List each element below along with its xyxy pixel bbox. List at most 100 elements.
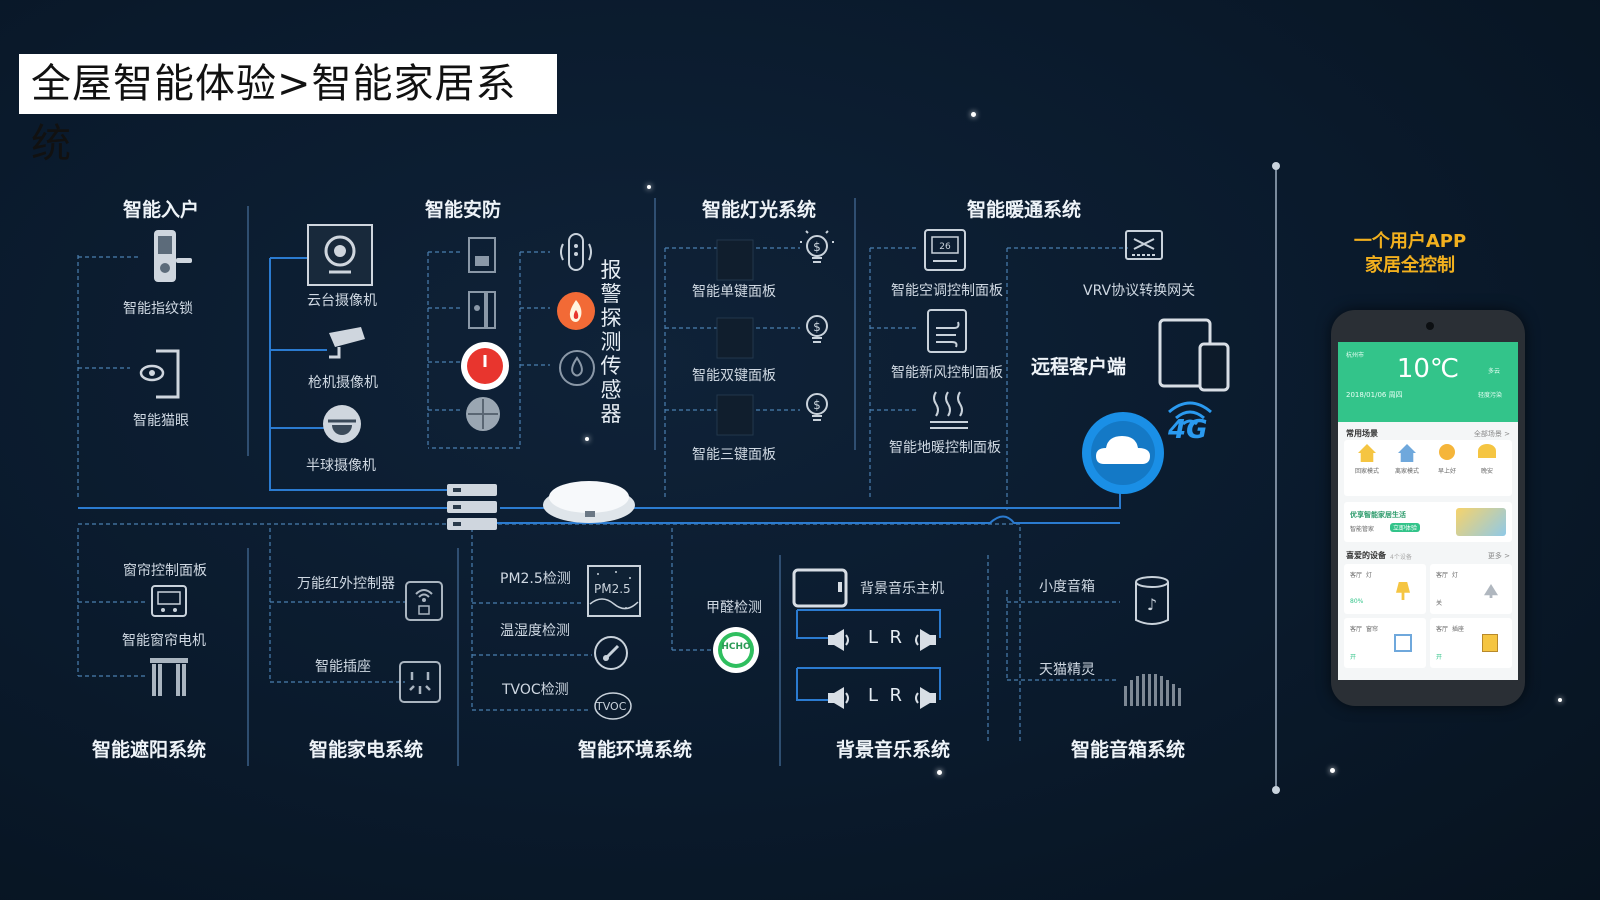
- vrv-gateway-label: VRV协议转换网关: [1083, 283, 1196, 299]
- device-room: 客厅: [1436, 626, 1449, 633]
- lr-label-2: L R: [868, 685, 902, 706]
- tvoc-label: TVOC检测: [502, 682, 569, 698]
- single-key-panel-icon: [716, 239, 754, 281]
- svg-text:$: $: [813, 398, 821, 412]
- phone-air: 轻度污染: [1478, 392, 1503, 399]
- floor-heat-panel-label: 智能地暖控制面板: [889, 440, 1001, 456]
- ptz-camera-label: 云台摄像机: [307, 293, 377, 309]
- curtain-panel-label: 窗帘控制面板: [123, 563, 207, 579]
- floor-heating-icon: [930, 391, 968, 429]
- pm25-icon-text: PM2.5: [594, 582, 631, 596]
- lr-label-1: L R: [868, 627, 902, 648]
- curtain-motor-label: 智能窗帘电机: [122, 633, 206, 649]
- hcho-icon-text: HCHO: [721, 642, 751, 652]
- ac-panel-label: 智能空调控制面板: [891, 283, 1003, 299]
- alarm-sensor-label: 报警探测传感器: [600, 258, 622, 426]
- star-decoration: [647, 185, 651, 189]
- star-decoration: [937, 770, 942, 775]
- 4g-label: 4G: [1168, 415, 1208, 445]
- devices-count: 4个设备: [1390, 554, 1412, 561]
- section-title-shading: 智能遮阳系统: [92, 739, 207, 761]
- device-room: 客厅: [1436, 572, 1449, 579]
- ac-panel-icon: 26: [924, 229, 966, 271]
- promo-illustration: [1456, 508, 1506, 536]
- svg-text:26: 26: [939, 242, 951, 252]
- section-title-security: 智能安防: [425, 199, 502, 221]
- svg-text:$: $: [813, 320, 821, 334]
- device-room: 客厅: [1350, 626, 1363, 633]
- device-name: 灯: [1452, 572, 1459, 579]
- scene-away[interactable]: 离家模式: [1388, 444, 1426, 475]
- dome-camera-label: 半球摄像机: [306, 458, 376, 474]
- smart-socket-icon: [399, 661, 441, 703]
- fresh-air-panel-label: 智能新风控制面板: [891, 365, 1003, 381]
- speaker-right-icon: [915, 629, 936, 651]
- pm25-label: PM2.5检测: [500, 571, 571, 587]
- xiaodu-speaker-icon: ♪: [1135, 576, 1169, 625]
- device-state: 开: [1350, 654, 1357, 661]
- smoke-detector-icon: [466, 397, 500, 431]
- promo-badge[interactable]: 立即体验: [1390, 523, 1421, 532]
- scene-night[interactable]: 晚安: [1468, 444, 1506, 475]
- fingerprint-lock-icon: [154, 230, 192, 282]
- promo-subtitle: 智能管家: [1350, 526, 1375, 533]
- section-title-entry: 智能入户: [123, 199, 200, 221]
- music-host-label: 背景音乐主机: [860, 581, 944, 597]
- scene-morning[interactable]: 早上好: [1428, 444, 1466, 475]
- tvoc-sensor-icon: [594, 692, 632, 720]
- phone-weather: 多云: [1488, 368, 1501, 375]
- curtain-panel-icon: [151, 585, 187, 617]
- section-title-environment: 智能环境系统: [578, 739, 693, 761]
- socket-icon: [1482, 634, 1498, 652]
- phone-location: 杭州市: [1346, 352, 1365, 359]
- svg-text:$: $: [813, 240, 821, 254]
- fingerprint-lock-label: 智能指纹锁: [123, 301, 193, 317]
- promo-title: 优享智能家居生活: [1350, 511, 1406, 519]
- door-sensor-icon: [468, 237, 496, 273]
- bulb-icon: $: [806, 315, 828, 343]
- devices-more-link[interactable]: 更多 >: [1487, 552, 1510, 560]
- phone-screen: 杭州市 10℃ 2018/01/06 周四 多云 轻度污染 常用场景 全部场景 …: [1338, 342, 1518, 680]
- double-panel-label: 智能双键面板: [692, 368, 776, 384]
- smart-socket-label: 智能插座: [315, 659, 371, 675]
- section-title-hvac: 智能暖通系统: [967, 199, 1082, 221]
- tmall-label: 天猫精灵: [1039, 662, 1095, 678]
- device-name: 插座: [1452, 626, 1465, 633]
- cloud-icon: [1082, 412, 1164, 494]
- weather-header: [1338, 342, 1518, 422]
- ptz-camera-icon: [307, 224, 373, 286]
- device-card[interactable]: [1430, 618, 1512, 668]
- scene-home[interactable]: 回家模式: [1348, 444, 1386, 475]
- device-card[interactable]: [1430, 564, 1512, 614]
- devices-title: 喜爱的设备: [1346, 551, 1386, 560]
- scene-label: 回家模式: [1354, 468, 1379, 475]
- device-name: 灯: [1366, 572, 1373, 579]
- app-promo-line2: 家居全控制: [1365, 255, 1455, 276]
- bullet-camera-label: 枪机摄像机: [308, 375, 378, 391]
- emergency-button-icon: [461, 342, 509, 390]
- lamp-icon: [1478, 444, 1496, 458]
- ir-controller-label: 万能红外控制器: [297, 576, 395, 592]
- bullet-camera-icon: [329, 327, 365, 359]
- curtain-motor-icon: [150, 658, 188, 696]
- device-room: 客厅: [1350, 572, 1363, 579]
- wifi-signal-icon: [1168, 401, 1212, 426]
- device-card[interactable]: [1344, 618, 1426, 668]
- scenes-more-link[interactable]: 全部场景 >: [1473, 430, 1510, 438]
- pm25-sensor-icon: [587, 565, 641, 617]
- remote-client-label: 远程客户端: [1031, 356, 1127, 378]
- star-decoration: [1330, 768, 1335, 773]
- section-title-music: 背景音乐系统: [836, 739, 951, 761]
- device-state: 开: [1436, 654, 1443, 661]
- bulb-icon: $: [806, 393, 828, 421]
- fresh-air-panel-icon: [927, 309, 967, 353]
- section-title-speaker: 智能音箱系统: [1071, 739, 1186, 761]
- scene-label: 早上好: [1437, 468, 1456, 475]
- device-card[interactable]: [1344, 564, 1426, 614]
- music-host-icon: [792, 568, 848, 608]
- section-title-lighting: 智能灯光系统: [702, 199, 817, 221]
- double-key-panel-icon: [716, 317, 754, 359]
- tmall-genie-icon: [1124, 674, 1181, 706]
- star-decoration: [971, 112, 976, 117]
